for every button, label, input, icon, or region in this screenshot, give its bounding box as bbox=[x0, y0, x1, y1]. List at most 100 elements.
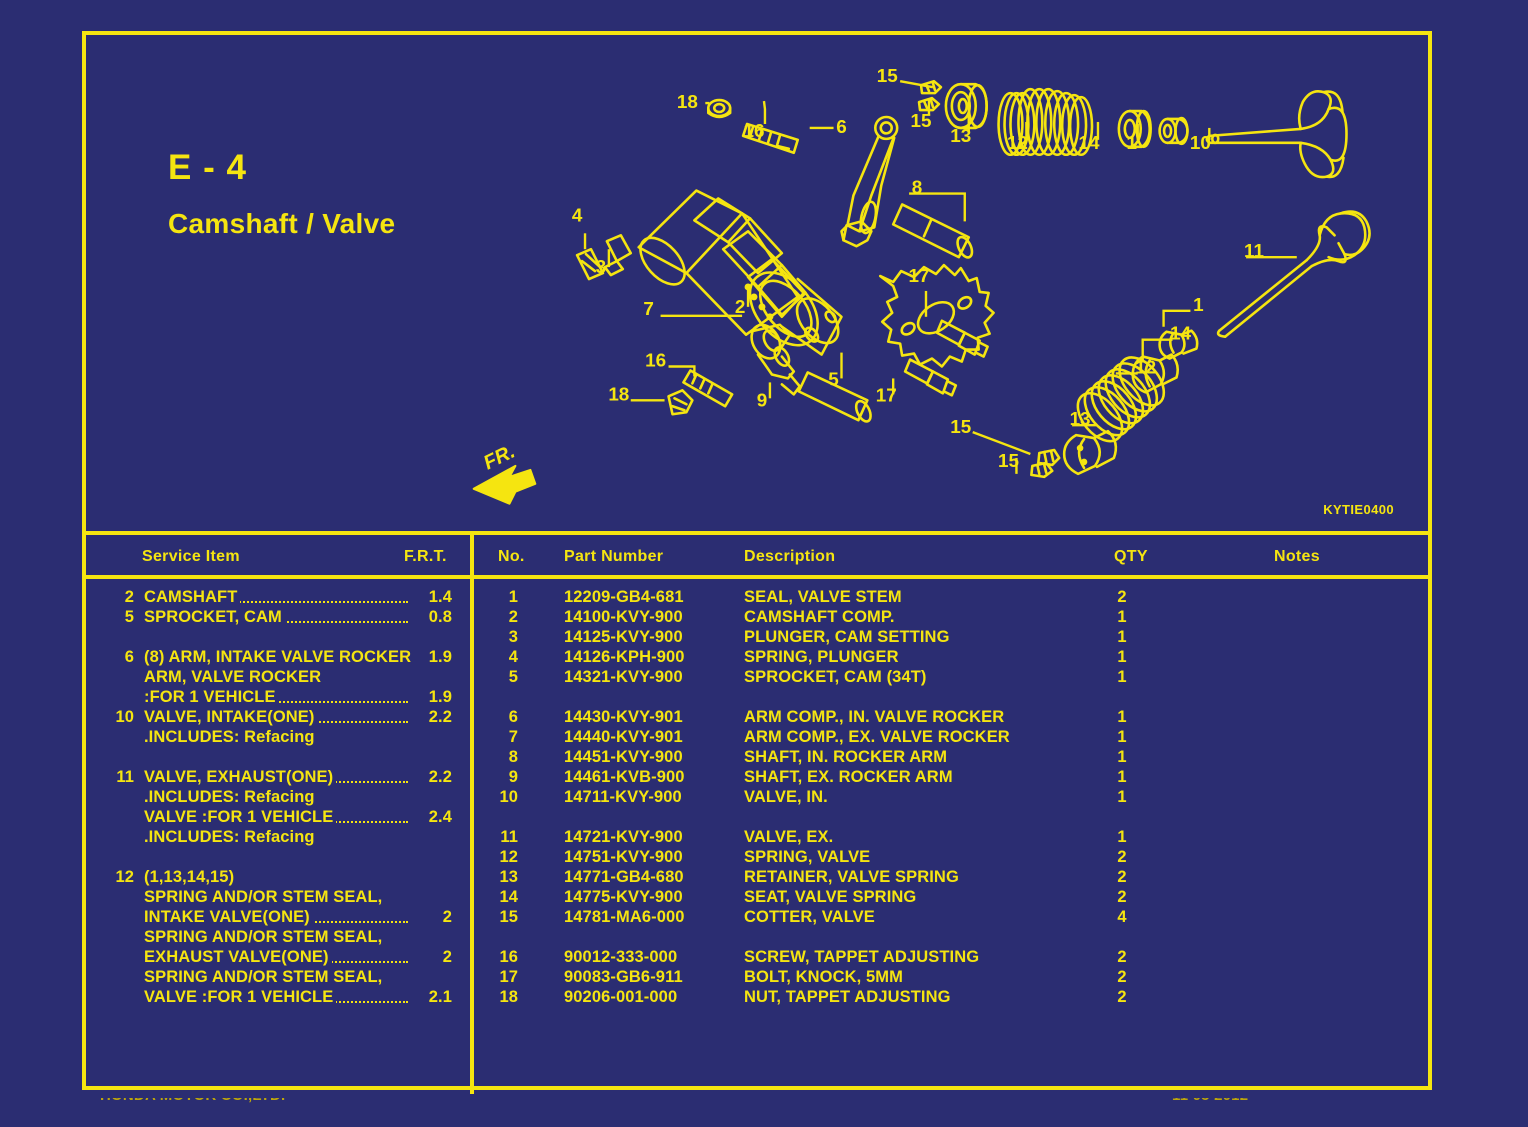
service-item-row: .INCLUDES: Refacing bbox=[104, 827, 470, 847]
service-item-number: 10 bbox=[115, 708, 134, 726]
part-ref-number: 9 bbox=[508, 768, 518, 786]
service-item-label: CAMSHAFT bbox=[144, 587, 241, 607]
exploded-parts-diagram: FR. bbox=[472, 66, 1371, 505]
service-item-label: VALVE :FOR 1 VEHICLE bbox=[144, 987, 337, 1007]
callout-number: 8 bbox=[912, 178, 923, 199]
part-number: 14751-KVY-900 bbox=[564, 848, 683, 866]
part-description: BOLT, KNOCK, 5MM bbox=[744, 968, 903, 986]
callout-number: 15 bbox=[950, 417, 971, 438]
service-item-row: 12 (1,13,14,15) bbox=[104, 867, 470, 887]
service-item-frt: 2 bbox=[442, 908, 452, 926]
service-item-text: :FOR 1 VEHICLE bbox=[144, 688, 279, 706]
service-item-text: ARM, VALVE ROCKER bbox=[144, 668, 325, 686]
part-number: 14721-KVY-900 bbox=[564, 828, 683, 846]
part-qty: 2 bbox=[1117, 948, 1127, 966]
part-ref-number: 1 bbox=[508, 588, 518, 606]
service-item-text: .INCLUDES: Refacing bbox=[144, 828, 318, 846]
callout-number: 16 bbox=[645, 351, 666, 372]
service-item-text: (8) ARM, INTAKE VALVE ROCKER bbox=[144, 648, 415, 666]
part-number: 14126-KPH-900 bbox=[564, 648, 685, 666]
service-item-frt: 2.2 bbox=[428, 708, 452, 726]
part-qty: 2 bbox=[1117, 868, 1127, 886]
part-qty: 1 bbox=[1117, 628, 1127, 646]
part-ref-number: 4 bbox=[508, 648, 518, 666]
service-item-text: SPRING AND/OR STEM SEAL, bbox=[144, 888, 386, 906]
part-description: COTTER, VALVE bbox=[744, 908, 875, 926]
callout-number: 9 bbox=[757, 390, 768, 411]
intake-rocker-shaft-part bbox=[891, 203, 974, 259]
part-number: 12209-GB4-681 bbox=[564, 588, 684, 606]
part-qty: 4 bbox=[1117, 908, 1127, 926]
part-description: PLUNGER, CAM SETTING bbox=[744, 628, 950, 646]
part-description: SHAFT, IN. ROCKER ARM bbox=[744, 748, 948, 766]
table-header-band: Service Item F.R.T. No. Part Number Desc… bbox=[86, 531, 1428, 579]
part-qty: 1 bbox=[1117, 668, 1127, 686]
service-item-text: EXHAUST VALVE(ONE) bbox=[144, 948, 332, 966]
part-qty: 1 bbox=[1117, 828, 1127, 846]
callout-number: 18 bbox=[608, 384, 629, 405]
part-number: 14711-KVY-900 bbox=[564, 788, 682, 806]
parts-table: 1 12209-GB4-681 SEAL, VALVE STEM 2 2 14100-KV… bbox=[474, 587, 1432, 1007]
service-item-number: 12 bbox=[115, 868, 134, 886]
plunger-spring-part bbox=[575, 247, 605, 281]
header-notes: Notes bbox=[1274, 548, 1320, 565]
part-qty: 2 bbox=[1117, 968, 1127, 986]
part-qty: 1 bbox=[1117, 768, 1127, 786]
service-item-row: 10 VALVE, INTAKE(ONE) 2.2 bbox=[104, 707, 470, 727]
callout-number: 17 bbox=[909, 266, 930, 287]
intake-valve-spring-part bbox=[997, 87, 1094, 157]
part-number: 14100-KVY-900 bbox=[564, 608, 683, 626]
intake-retainer-part bbox=[944, 82, 988, 130]
callout-number: 1 bbox=[1127, 133, 1138, 154]
part-ref-number: 3 bbox=[508, 628, 518, 646]
service-item-label: SPRING AND/OR STEM SEAL, bbox=[144, 887, 386, 907]
service-item-frt: 2.2 bbox=[428, 768, 452, 786]
callout-leaders bbox=[583, 80, 1297, 474]
tappet-nut-lower-part bbox=[667, 389, 694, 416]
service-item-number: 6 bbox=[124, 648, 134, 666]
part-ref-number: 11 bbox=[500, 828, 518, 846]
service-item-text: VALVE, INTAKE(ONE) bbox=[144, 708, 318, 726]
service-item-label: :FOR 1 VEHICLE bbox=[144, 687, 279, 707]
service-item-frt: 2.4 bbox=[428, 808, 452, 826]
exhaust-valve-spring-part bbox=[1076, 356, 1166, 443]
camshaft-part bbox=[637, 189, 843, 356]
part-description: VALVE, EX. bbox=[744, 828, 834, 846]
callout-number: 13 bbox=[950, 126, 971, 147]
intake-spring-seat-part bbox=[1117, 109, 1152, 149]
service-item-label: SPROCKET, CAM bbox=[144, 607, 285, 627]
part-description: SEAL, VALVE STEM bbox=[744, 588, 902, 606]
part-description: ARM COMP., EX. VALVE ROCKER bbox=[744, 728, 1010, 746]
part-ref-number: 5 bbox=[508, 668, 518, 686]
service-item-label: .INCLUDES: Refacing bbox=[144, 787, 318, 807]
part-number: 14781-MA6-000 bbox=[564, 908, 685, 926]
exhaust-cotter-upper-part bbox=[1037, 448, 1061, 467]
part-description: SPROCKET, CAM (34T) bbox=[744, 668, 927, 686]
callout-number: 10 bbox=[1190, 133, 1211, 154]
tappet-screw-upper-part bbox=[741, 122, 800, 155]
service-item-text: SPRING AND/OR STEM SEAL, bbox=[144, 968, 386, 986]
service-item-label: .INCLUDES: Refacing bbox=[144, 727, 318, 747]
callout-number: 17 bbox=[876, 385, 897, 406]
service-item-label: (1,13,14,15) bbox=[144, 867, 238, 887]
service-item-text: (1,13,14,15) bbox=[144, 868, 238, 886]
part-description: VALVE, IN. bbox=[744, 788, 828, 806]
service-item-label: INTAKE VALVE(ONE) bbox=[144, 907, 313, 927]
service-item-row: SPRING AND/OR STEM SEAL, bbox=[104, 967, 470, 987]
service-item-text: CAMSHAFT bbox=[144, 588, 241, 606]
part-qty: 1 bbox=[1117, 648, 1127, 666]
callout-number: 14 bbox=[1079, 133, 1100, 154]
callout-number: 1 bbox=[1193, 295, 1204, 316]
header-no: No. bbox=[498, 548, 525, 565]
part-ref-number: 7 bbox=[508, 728, 518, 746]
part-ref-number: 17 bbox=[499, 968, 518, 986]
service-item-frt: 0.8 bbox=[428, 608, 452, 626]
